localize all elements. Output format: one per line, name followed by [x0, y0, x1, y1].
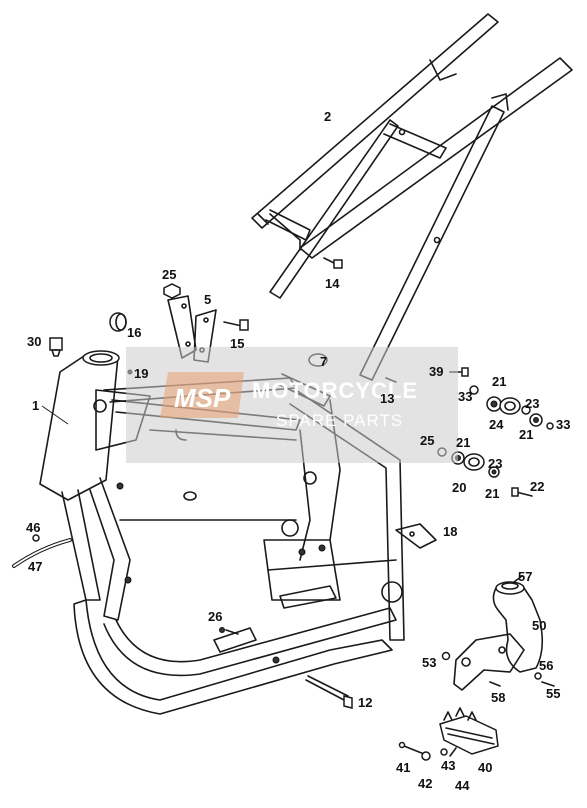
callout-15: 15 [230, 336, 244, 351]
callout-5: 5 [204, 292, 211, 307]
callout-2: 2 [324, 109, 331, 124]
callout-13: 13 [380, 391, 394, 406]
bolt-part-12 [305, 675, 353, 709]
callout-40: 40 [478, 760, 492, 775]
callout-7: 7 [320, 354, 327, 369]
callout-21c: 21 [456, 435, 470, 450]
watermark: MSP MOTORCYCLE SPARE PARTS [126, 347, 458, 463]
callout-25b: 25 [420, 433, 434, 448]
callout-20: 20 [452, 480, 466, 495]
callout-33b: 33 [556, 417, 570, 432]
callout-labels: 1 2 5 7 12 13 14 15 16 18 19 20 21 21 21… [26, 109, 570, 793]
nut-part-25-upper [163, 283, 181, 299]
watermark-logo: MSP [174, 383, 231, 413]
callout-24: 24 [489, 417, 504, 432]
watermark-line2: SPARE PARTS [276, 411, 403, 430]
callout-21a: 21 [492, 374, 506, 389]
callout-50: 50 [532, 618, 546, 633]
callout-23a: 23 [525, 396, 539, 411]
callout-47: 47 [28, 559, 42, 574]
callout-56: 56 [539, 658, 553, 673]
callout-43: 43 [441, 758, 455, 773]
rear-subframe [251, 13, 573, 381]
bolt-part-26 [219, 627, 239, 635]
callout-44: 44 [455, 778, 470, 793]
footpeg-part-40 [439, 707, 499, 755]
watermark-line1: MOTORCYCLE [252, 378, 418, 403]
callout-22: 22 [530, 479, 544, 494]
callout-46: 46 [26, 520, 40, 535]
callout-21b: 21 [519, 427, 533, 442]
bolt-part-14 [323, 257, 343, 269]
callout-19: 19 [134, 366, 148, 381]
clip-part-18 [395, 523, 437, 549]
callout-57: 57 [518, 569, 532, 584]
callout-53: 53 [422, 655, 436, 670]
callout-41: 41 [396, 760, 410, 775]
cap-part-16 [109, 312, 127, 332]
callout-1: 1 [32, 398, 39, 413]
callout-14: 14 [325, 276, 340, 291]
plug-part-30 [49, 337, 63, 357]
hose-part-47 [12, 534, 72, 568]
callout-25a: 25 [162, 267, 176, 282]
callout-18: 18 [443, 524, 457, 539]
callout-21d: 21 [485, 486, 499, 501]
small-hardware-53-55-56 [441, 575, 555, 687]
callout-58: 58 [491, 690, 505, 705]
callout-39: 39 [429, 364, 443, 379]
bolt-part-15 [223, 319, 249, 331]
callout-30: 30 [27, 334, 41, 349]
callout-42: 42 [418, 776, 432, 791]
callout-23b: 23 [488, 456, 502, 471]
callout-33a: 33 [458, 389, 472, 404]
reservoir-part-50 [492, 581, 544, 673]
callout-16: 16 [127, 325, 141, 340]
bracket-part-58 [453, 633, 525, 691]
callout-55: 55 [546, 686, 560, 701]
callout-26: 26 [208, 609, 222, 624]
callout-12: 12 [358, 695, 372, 710]
pin-parts-41-44 [398, 741, 457, 761]
